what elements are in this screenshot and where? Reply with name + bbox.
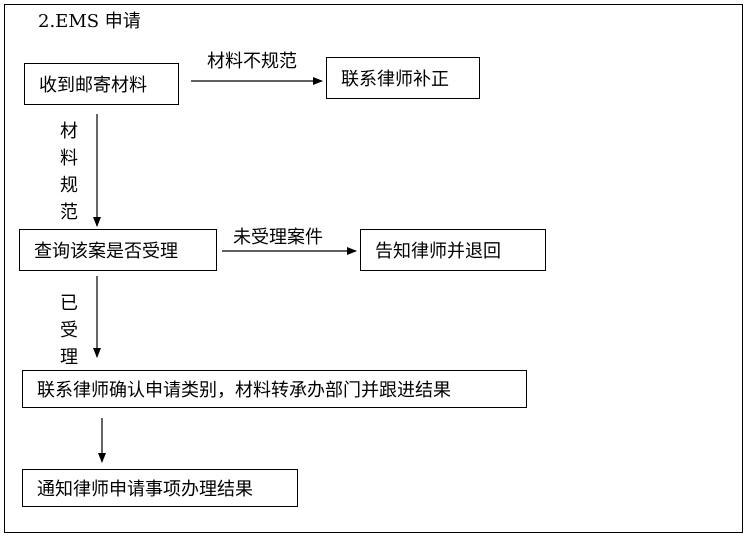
- node-query-acceptance: 查询该案是否受理: [19, 229, 217, 271]
- node-label: 联系律师确认申请类别，材料转承办部门并跟进结果: [37, 380, 451, 401]
- node-label: 收到邮寄材料: [39, 75, 147, 96]
- node-label: 告知律师并退回: [375, 241, 501, 262]
- diagram-title: 2.EMS 申请: [38, 11, 141, 32]
- edge-label-accepted: 已受理: [60, 293, 78, 368]
- edge-label-standard: 材料规范: [60, 121, 78, 223]
- node-label: 通知律师申请事项办理结果: [37, 479, 253, 500]
- diagram-frame: [4, 4, 743, 533]
- node-receive-materials: 收到邮寄材料: [24, 63, 179, 105]
- node-label: 联系律师补正: [341, 69, 449, 90]
- edge-label-not-accepted: 未受理案件: [233, 227, 323, 248]
- node-label: 查询该案是否受理: [34, 241, 178, 262]
- node-contact-lawyer-correct: 联系律师补正: [326, 57, 480, 99]
- edge-label-not-standard: 材料不规范: [207, 51, 297, 72]
- node-notify-result: 通知律师申请事项办理结果: [22, 469, 298, 507]
- node-confirm-and-transfer: 联系律师确认申请类别，材料转承办部门并跟进结果: [22, 370, 527, 408]
- node-notify-lawyer-return: 告知律师并退回: [360, 229, 546, 271]
